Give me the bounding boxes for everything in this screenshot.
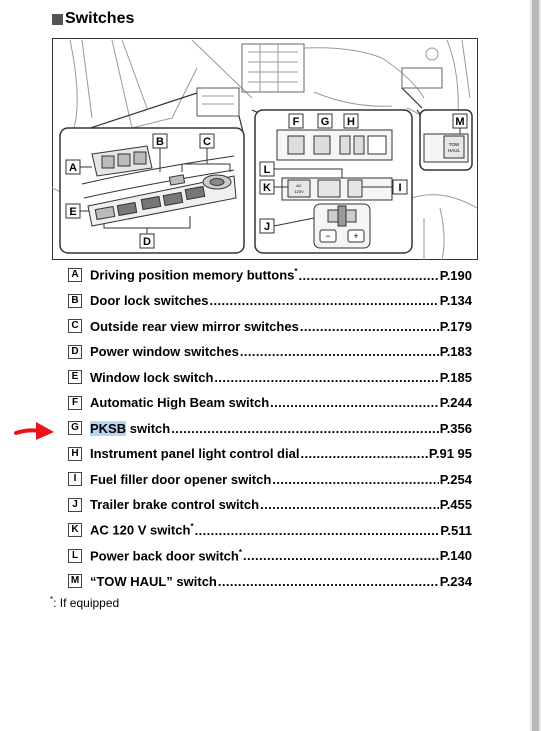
page-reference[interactable]: P.356	[439, 420, 472, 436]
key-badge: C	[68, 319, 82, 333]
svg-text:E: E	[69, 206, 76, 218]
switches-illustration: A B C D E	[52, 38, 478, 260]
entry-label: Door lock switches	[90, 293, 209, 308]
entry-label: PKSB switch	[90, 420, 171, 436]
entry-label: Automatic High Beam switch	[90, 395, 270, 410]
svg-text:J: J	[264, 221, 270, 233]
svg-text:AC: AC	[296, 183, 302, 188]
svg-text:L: L	[264, 164, 271, 176]
index-row-k[interactable]: K AC 120 V switch* .....................…	[68, 520, 472, 540]
svg-text:−: −	[325, 231, 330, 241]
index-row-b[interactable]: B Door lock switches ...................…	[68, 291, 472, 311]
key-badge: L	[68, 548, 82, 563]
dot-leader: ........................................…	[242, 548, 439, 563]
dot-leader: ........................................…	[300, 446, 427, 461]
scrollbar-thumb[interactable]	[532, 0, 539, 731]
page-reference[interactable]: P.455	[439, 497, 472, 512]
svg-text:K: K	[263, 182, 271, 194]
entry-label: Window lock switch	[90, 369, 214, 385]
entry-label: Instrument panel light control dial	[90, 446, 300, 461]
entry-label: Power window switches	[90, 344, 239, 359]
key-badge: D	[68, 344, 82, 359]
svg-text:D: D	[143, 236, 151, 248]
entry-label: Trailer brake control switch	[90, 497, 260, 512]
door-panel-inset: A B C D E	[59, 127, 245, 254]
page-reference[interactable]: P.511	[440, 522, 472, 538]
page-reference[interactable]: P.140	[439, 548, 472, 563]
center-console-inset: F G H L K I AC 120V	[254, 109, 413, 254]
dot-leader: ........................................…	[299, 318, 439, 334]
key-badge: A	[68, 268, 82, 282]
square-bullet-icon	[52, 13, 63, 25]
dot-leader: ........................................…	[239, 344, 439, 359]
key-badge: J	[68, 497, 82, 512]
index-row-h[interactable]: H Instrument panel light control dial ..…	[68, 444, 472, 464]
entry-label: Fuel filler door opener switch	[90, 471, 272, 487]
key-badge: G	[68, 421, 82, 435]
dot-leader: ........................................…	[214, 369, 439, 385]
dot-leader: ........................................…	[194, 522, 440, 538]
footnote: *: If equipped	[50, 595, 120, 610]
svg-text:+: +	[353, 231, 358, 241]
page-reference[interactable]: P.244	[439, 395, 472, 410]
entry-label: Outside rear view mirror switches	[90, 318, 299, 334]
index-row-g[interactable]: G PKSB switch ..........................…	[68, 418, 472, 438]
section-title-text: Switches	[65, 10, 135, 27]
index-row-a[interactable]: A Driving position memory buttons* .....…	[68, 265, 472, 285]
entry-label: Power back door switch*	[90, 547, 242, 564]
dot-leader: ........................................…	[217, 573, 439, 589]
dot-leader: ........................................…	[272, 471, 439, 487]
svg-text:120V: 120V	[294, 189, 304, 194]
key-badge: M	[68, 574, 82, 588]
entry-label: AC 120 V switch*	[90, 522, 194, 538]
page-reference[interactable]: P.254	[439, 471, 472, 487]
page-reference[interactable]: P.185	[439, 369, 472, 385]
dot-leader: ........................................…	[209, 293, 439, 308]
document-page: Switches	[0, 0, 530, 731]
dot-leader: ........................................…	[298, 267, 439, 283]
dashboard-sketch	[52, 39, 478, 260]
svg-text:M: M	[455, 116, 464, 128]
svg-text:I: I	[398, 182, 401, 194]
page-reference[interactable]: P.134	[439, 293, 472, 308]
page-reference[interactable]: P.179	[439, 318, 472, 334]
svg-text:A: A	[69, 162, 77, 174]
page-reference[interactable]: P.91 95	[428, 446, 472, 461]
index-row-l[interactable]: L Power back door switch* ..............…	[68, 546, 472, 566]
svg-text:HAUL: HAUL	[448, 148, 461, 153]
key-badge: I	[68, 472, 82, 486]
page-reference[interactable]: P.183	[439, 344, 472, 359]
page-reference[interactable]: P.190	[439, 267, 472, 283]
tow-haul-inset: M TOW HAUL	[419, 109, 473, 171]
page-reference[interactable]: P.234	[439, 573, 472, 589]
svg-text:C: C	[203, 136, 211, 148]
entry-label: “TOW HAUL” switch	[90, 573, 217, 589]
key-badge: K	[68, 523, 82, 537]
index-row-i[interactable]: I Fuel filler door opener switch .......…	[68, 469, 472, 489]
key-badge: E	[68, 370, 82, 384]
dot-leader: ........................................…	[260, 497, 439, 512]
dot-leader: ........................................…	[270, 395, 439, 410]
index-row-e[interactable]: E Window lock switch ...................…	[68, 367, 472, 387]
index-row-j[interactable]: J Trailer brake control switch .........…	[68, 495, 472, 515]
index-row-c[interactable]: C Outside rear view mirror switches ....…	[68, 316, 472, 336]
key-badge: B	[68, 293, 82, 308]
svg-text:F: F	[293, 116, 300, 128]
red-arrow-icon	[14, 422, 54, 440]
svg-text:TOW: TOW	[449, 142, 460, 147]
index-row-f[interactable]: F Automatic High Beam switch ...........…	[68, 393, 472, 413]
index-row-m[interactable]: M “TOW HAUL” switch ....................…	[68, 571, 472, 591]
key-badge: H	[68, 446, 82, 461]
index-row-d[interactable]: D Power window switches ................…	[68, 342, 472, 362]
svg-text:H: H	[347, 116, 355, 128]
section-title: Switches	[52, 10, 134, 28]
svg-text:G: G	[321, 116, 330, 128]
key-badge: F	[68, 395, 82, 410]
dot-leader: ........................................…	[171, 420, 439, 436]
svg-text:B: B	[156, 136, 164, 148]
search-highlight: PKSB	[90, 420, 127, 436]
entry-label: Driving position memory buttons*	[90, 267, 298, 283]
